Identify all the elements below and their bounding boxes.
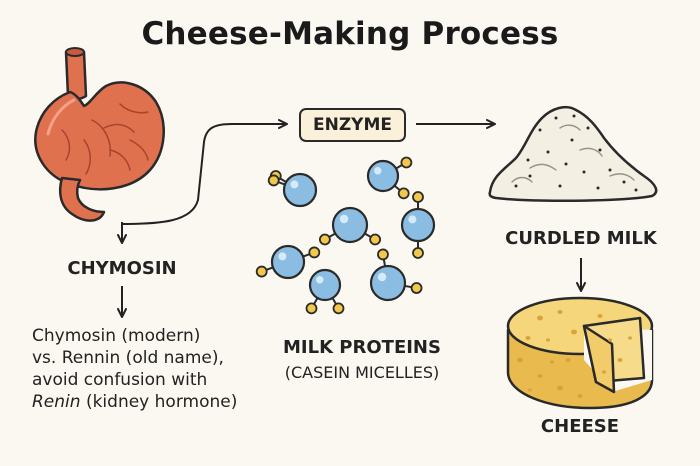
curd-speck	[596, 186, 600, 190]
note-line-2: vs. Rennin (old name),	[32, 348, 224, 368]
curd-speck	[582, 170, 586, 174]
note-line-3: avoid confusion with	[32, 370, 208, 390]
micelle-highlight	[290, 180, 299, 189]
cheese-hole	[617, 358, 623, 362]
casein-micelle	[331, 206, 369, 244]
phosphate-bead	[305, 302, 318, 315]
casein-micelle	[308, 268, 342, 302]
phosphate-bead	[369, 233, 382, 246]
curd-speck	[598, 148, 602, 152]
cheese-wheel-icon	[506, 296, 654, 410]
cheese-hole	[546, 338, 550, 342]
renin-term: Renin	[32, 392, 81, 412]
cheese-hole	[597, 314, 603, 318]
curd-speck	[546, 150, 550, 154]
cheese-label: CHEESE	[540, 416, 620, 437]
phosphate-bead	[255, 265, 268, 278]
casein-micelle	[369, 264, 407, 302]
curd-speck	[528, 174, 532, 178]
casein-micelle	[366, 159, 400, 193]
cheese-hole	[577, 394, 583, 398]
enzyme-box: ENZYME	[299, 108, 406, 142]
phosphate-bead	[318, 233, 331, 246]
curd-speck	[564, 162, 568, 166]
curdled-milk-label: CURDLED MILK	[505, 228, 657, 249]
casein-micelle	[282, 172, 318, 208]
cheese-hole	[537, 374, 543, 378]
phosphate-bead	[308, 246, 321, 259]
cheese-hole	[571, 329, 577, 335]
casein-micelles-icon	[255, 156, 436, 315]
curd-speck	[570, 138, 574, 142]
phosphate-bead	[377, 248, 389, 261]
note-line-4-rest: (kidney hormone)	[80, 392, 238, 412]
chymosin-label: CHYMOSIN	[67, 258, 177, 279]
cheese-hole	[528, 388, 532, 392]
curd-speck	[572, 114, 576, 118]
micelle-highlight	[377, 272, 387, 282]
phosphate-bead	[332, 302, 345, 315]
curd-speck	[514, 184, 518, 188]
curd-speck	[608, 168, 612, 172]
enzyme-label: ENZYME	[312, 115, 392, 135]
phosphate-bead	[400, 156, 413, 169]
cheese-hole	[537, 315, 543, 321]
curd-speck	[526, 158, 530, 162]
curdled-milk-icon	[488, 106, 658, 203]
cheese-hole	[602, 370, 606, 374]
micelle-highlight	[374, 167, 382, 175]
diagram-title: Cheese-Making Process	[141, 16, 559, 52]
stomach-icon	[34, 47, 165, 222]
note-line-1: Chymosin (modern)	[32, 326, 201, 346]
micelle-highlight	[278, 252, 287, 261]
phosphate-bead	[410, 282, 423, 294]
micelle-highlight	[408, 215, 417, 224]
phosphate-bead	[397, 187, 410, 200]
micelle-highlight	[339, 214, 349, 224]
cheese-hole	[608, 338, 612, 342]
chymosin-note: Chymosin (modern) vs. Rennin (old name),…	[32, 325, 272, 413]
curd-speck	[634, 188, 638, 192]
note-line-4: Renin (kidney hormone)	[32, 391, 272, 413]
micelle-highlight	[316, 276, 324, 284]
cheese-hole	[557, 385, 563, 391]
milk-proteins-label: MILK PROTEINS	[283, 337, 441, 358]
curd-speck	[558, 184, 562, 188]
casein-micelles-label: (CASEIN MICELLES)	[284, 363, 440, 382]
casein-micelle	[270, 244, 306, 280]
cheese-hole	[565, 358, 571, 362]
phosphate-bead	[412, 247, 424, 259]
curd-speck	[586, 126, 590, 130]
cheese-hole	[557, 310, 563, 314]
curd-speck	[538, 128, 542, 132]
cheese-hole	[628, 336, 632, 340]
arrow-chymosin-to-enzyme	[121, 119, 288, 225]
cheese-hole	[550, 360, 554, 364]
casein-micelle	[400, 207, 436, 243]
cheese-hole	[517, 357, 523, 363]
phosphate-bead	[267, 174, 280, 187]
curd-speck	[622, 180, 626, 184]
cheese-hole	[525, 336, 531, 340]
phosphate-bead	[412, 191, 424, 203]
curd-speck	[554, 116, 558, 120]
